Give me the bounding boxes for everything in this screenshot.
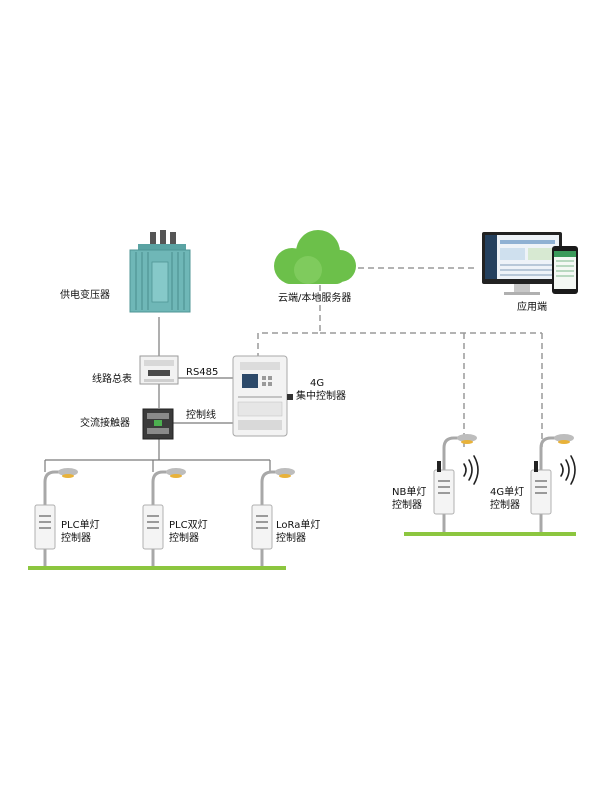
street-lamp-icon	[43, 436, 560, 568]
concentrator-label-line2: 集中控制器	[296, 391, 346, 402]
concentrator-icon	[232, 355, 293, 437]
plc-single-label-2: 控制器	[61, 533, 91, 544]
lora-single-label-2: 控制器	[276, 533, 306, 544]
monitor-icon	[482, 232, 562, 295]
nb-single-label-2: 控制器	[392, 500, 422, 511]
dashed-links	[257, 267, 543, 447]
g4-single-label-2: 控制器	[490, 500, 520, 511]
lora-single-label-1: LoRa单灯	[276, 520, 321, 531]
cloud-label: 云端/本地服务器	[278, 293, 352, 304]
transformer-label: 供电变压器	[60, 290, 110, 301]
meter-icon	[139, 355, 179, 385]
rs485-label: RS485	[186, 367, 219, 378]
g4-single-label-1: 4G单灯	[490, 487, 525, 498]
plc-double-label-1: PLC双灯	[169, 520, 208, 531]
cloud-concentrator-link	[257, 285, 321, 356]
app-label: 应用端	[517, 302, 547, 313]
plc-single-label-1: PLC单灯	[61, 520, 100, 531]
antenna-icons	[437, 461, 538, 472]
lamp-heads	[58, 434, 574, 478]
contactor-icon	[142, 408, 174, 440]
transformer-icon	[129, 230, 191, 313]
control-line-label: 控制线	[186, 410, 216, 421]
phone-icon	[552, 246, 578, 294]
solid-wires	[44, 317, 271, 472]
cloud-icon	[274, 230, 356, 284]
contactor-label: 交流接触器	[80, 418, 130, 429]
concentrator-label-line1: 4G	[310, 378, 325, 389]
wireless-signal-icon	[463, 455, 576, 485]
ground-lines	[28, 532, 576, 570]
plc-double-label-2: 控制器	[169, 533, 199, 544]
nb-single-label-1: NB单灯	[392, 487, 427, 498]
line-meter-label: 线路总表	[92, 374, 132, 385]
